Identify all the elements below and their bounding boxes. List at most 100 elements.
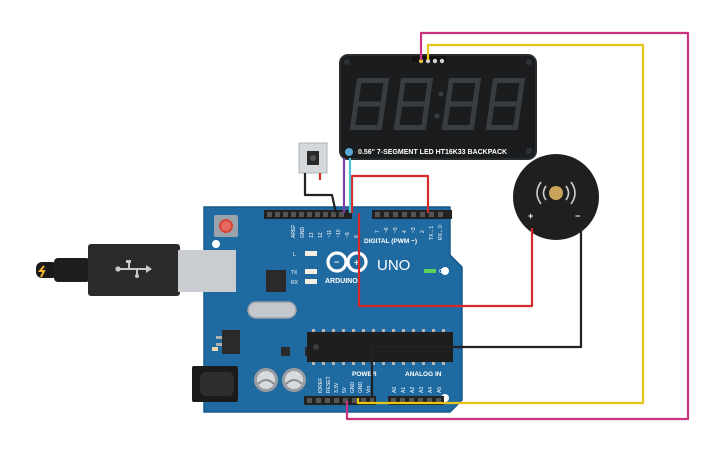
uno-model-text: UNO xyxy=(377,257,410,274)
status-leds: L TX RX xyxy=(291,251,317,286)
logo-plus: + xyxy=(354,258,359,268)
segment xyxy=(516,78,526,104)
svg-text:3.3V: 3.3V xyxy=(334,382,340,393)
led-label-rx: RX xyxy=(291,280,299,286)
svg-text:TX→1: TX→1 xyxy=(429,226,435,240)
segment xyxy=(393,104,403,130)
digital-pin-labels: AREF GND 13 12 ~11 ~10 ~9 8 7 ~6 ~5 4 ~3… xyxy=(291,225,444,240)
usb-icon xyxy=(115,260,152,278)
segment xyxy=(468,104,478,130)
wire-black xyxy=(370,228,583,398)
voltage-regulator xyxy=(222,330,240,354)
svg-text:RX←0: RX←0 xyxy=(438,225,444,240)
header-pin xyxy=(432,58,438,64)
piezo-buzzer: + − xyxy=(513,154,599,240)
svg-text:~6: ~6 xyxy=(384,227,390,233)
svg-text:7: 7 xyxy=(375,230,381,233)
svg-text:4: 4 xyxy=(402,230,408,233)
buzzer-minus-label: − xyxy=(575,211,580,221)
logo-minus: − xyxy=(334,257,339,267)
segment xyxy=(353,78,363,104)
segment xyxy=(349,125,383,130)
capacitor xyxy=(254,368,278,392)
segment xyxy=(356,78,390,83)
svg-text:A4: A4 xyxy=(428,387,434,393)
svg-text:A1: A1 xyxy=(401,387,407,393)
arduino-logo-text: ARDUINO xyxy=(325,278,358,285)
info-icon xyxy=(345,148,353,156)
svg-text:GND: GND xyxy=(358,382,364,394)
arduino-uno-board: L TX RX − + ARDUINO UNO ON xyxy=(178,206,463,413)
power-label: POWER xyxy=(352,371,377,378)
digital-header-left xyxy=(264,210,352,219)
segment xyxy=(397,78,407,104)
svg-text:GND: GND xyxy=(350,382,356,394)
digit-group xyxy=(349,78,526,130)
digit-2 xyxy=(393,78,434,130)
capacitor xyxy=(282,368,306,392)
led-label-tx: TX xyxy=(291,270,298,276)
display-label: 0.56" 7-SEGMENT LED HT16K33 BACKPACK xyxy=(358,149,507,156)
svg-text:~5: ~5 xyxy=(393,227,399,233)
wire-yellow xyxy=(356,43,645,405)
segment xyxy=(441,125,475,130)
svg-text:12: 12 xyxy=(318,232,324,238)
segment xyxy=(445,101,478,107)
segment xyxy=(489,101,522,107)
segment xyxy=(420,104,430,130)
push-button[interactable] xyxy=(298,142,328,174)
power-pin-labels: IOREF RESET 3.3V 5V GND GND Vin xyxy=(318,376,372,393)
segment xyxy=(512,104,522,130)
digit-3 xyxy=(441,78,482,130)
segment xyxy=(489,78,499,104)
on-label: ON xyxy=(439,269,447,275)
mounting-hole xyxy=(441,267,449,275)
arduino-logo xyxy=(326,251,368,273)
wire-black-button xyxy=(303,173,338,214)
svg-text:2: 2 xyxy=(420,230,426,233)
svg-text:RESET: RESET xyxy=(326,376,332,393)
analog-pin-labels: A0 A1 A2 A3 A4 A5 xyxy=(392,387,443,393)
seven-segment-display: 0.56" 7-SEGMENT LED HT16K33 BACKPACK xyxy=(339,54,537,160)
svg-text:IOREF: IOREF xyxy=(318,378,324,393)
digit-4 xyxy=(485,78,526,130)
segment xyxy=(393,125,427,130)
segment xyxy=(380,78,390,104)
svg-text:A3: A3 xyxy=(419,387,425,393)
usb-chip xyxy=(266,270,286,292)
svg-text:AREF: AREF xyxy=(291,225,297,238)
wires xyxy=(303,31,690,421)
svg-text:A0: A0 xyxy=(392,387,398,393)
digit-1 xyxy=(349,78,390,130)
svg-text:GND: GND xyxy=(300,227,306,239)
crystal-oscillator xyxy=(247,301,297,319)
segment xyxy=(492,78,526,83)
digital-header-right xyxy=(372,210,452,219)
colon-dot xyxy=(438,91,444,97)
segment xyxy=(400,78,434,83)
svg-text:Vin: Vin xyxy=(366,386,372,393)
on-led xyxy=(424,269,436,273)
segment xyxy=(424,78,434,104)
digital-label: DIGITAL (PWM ~) xyxy=(364,238,417,245)
segment xyxy=(441,104,451,130)
analog-header xyxy=(388,396,444,405)
wire-magenta xyxy=(345,31,690,421)
segment xyxy=(397,101,430,107)
svg-text:13: 13 xyxy=(309,232,315,238)
power-header xyxy=(304,396,376,405)
svg-text:A2: A2 xyxy=(410,387,416,393)
segment xyxy=(448,78,482,83)
usb-jack xyxy=(178,250,236,292)
svg-text:5V: 5V xyxy=(342,386,348,393)
svg-text:~10: ~10 xyxy=(336,229,342,238)
header-pin xyxy=(439,58,445,64)
svg-text:A5: A5 xyxy=(437,387,443,393)
wire-red xyxy=(350,174,534,308)
mounting-hole xyxy=(212,240,220,248)
sound-wave-icon xyxy=(542,185,547,201)
segment xyxy=(349,104,359,130)
led-label-l: L xyxy=(293,252,296,258)
svg-text:~3: ~3 xyxy=(411,227,417,233)
colon-dot xyxy=(434,113,440,119)
